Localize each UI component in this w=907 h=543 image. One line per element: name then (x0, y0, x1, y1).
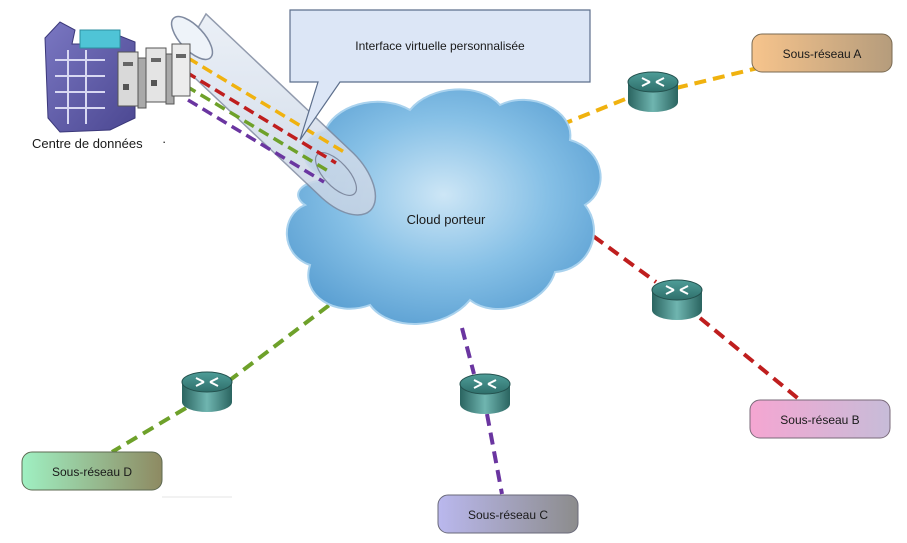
server-rack-icon (44, 21, 191, 133)
link-b (576, 223, 802, 402)
subnet-a: Sous-réseau A (751, 33, 893, 73)
cloud-icon (285, 88, 602, 325)
datacenter-dot: · (162, 134, 166, 149)
callout (289, 9, 591, 141)
router-icon (627, 71, 679, 112)
cloud-label: Cloud porteur (407, 212, 486, 227)
subnet-a-label: Sous-réseau A (783, 47, 862, 61)
tunnel-icon (170, 12, 377, 216)
router-icon (651, 279, 703, 320)
callout-label: Interface virtuelle personnalisée (355, 39, 525, 53)
subnet-c-label: Sous-réseau C (468, 508, 548, 522)
subnet-b: Sous-réseau B (749, 399, 891, 439)
router-icon (181, 371, 233, 412)
link-c (460, 327, 504, 495)
router-icon (459, 373, 511, 414)
subnet-d-label: Sous-réseau D (52, 465, 132, 479)
link-d (110, 292, 346, 454)
datacenter-label: Centre de données (32, 136, 143, 151)
subnet-d: Sous-réseau D (21, 451, 163, 491)
subnet-c: Sous-réseau C (437, 494, 579, 534)
subnet-b-label: Sous-réseau B (780, 413, 859, 427)
